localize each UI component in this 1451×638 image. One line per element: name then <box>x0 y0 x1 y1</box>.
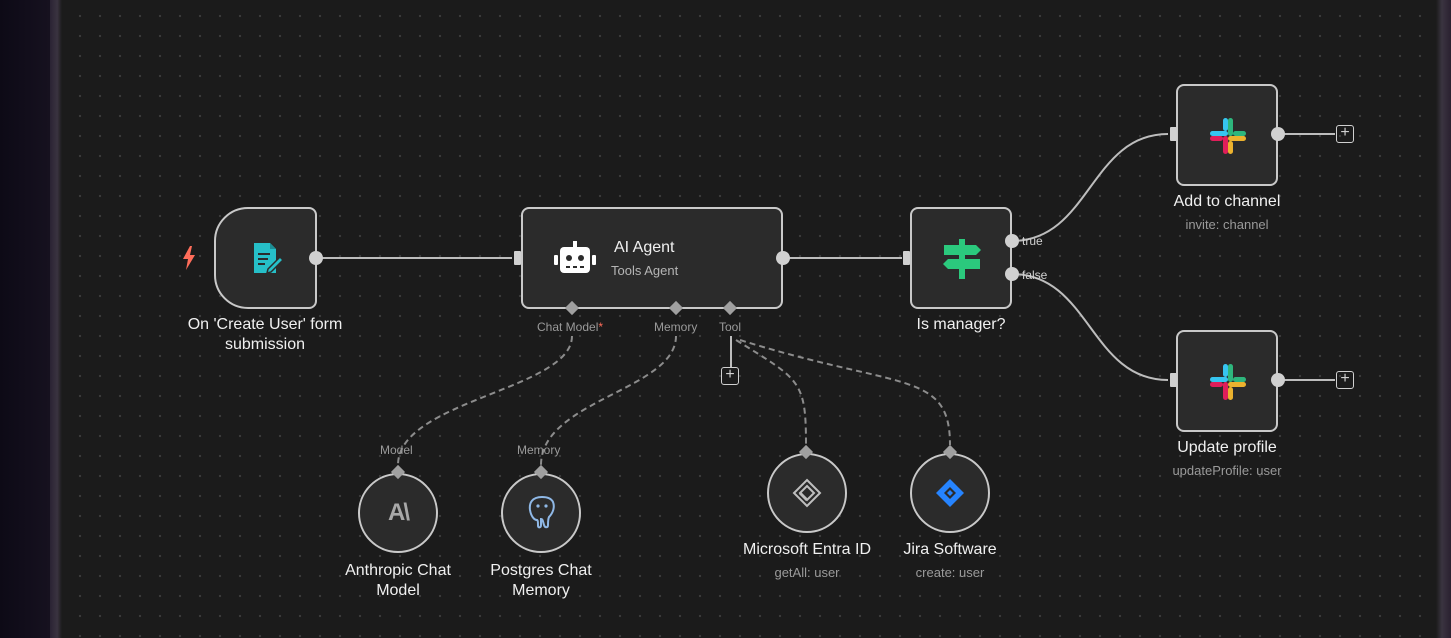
slack-update-input-handle[interactable] <box>1170 373 1177 387</box>
if-true-handle[interactable] <box>1005 234 1019 248</box>
jira-title: Jira Software <box>903 541 997 558</box>
edge-model-to-anthropic <box>397 335 573 466</box>
if-false-label: false <box>1022 268 1048 282</box>
if-input-handle[interactable] <box>903 251 910 265</box>
required-mark: * <box>598 320 604 334</box>
trigger-output-handle[interactable] <box>309 251 323 265</box>
slack-add-title: Add to channel <box>1173 193 1281 210</box>
anthropic-icon: A\ <box>388 499 410 526</box>
ai-agent-subtitle: Tools Agent <box>611 263 679 278</box>
anthropic-port-label: Model <box>380 443 413 457</box>
slack-add-input-handle[interactable] <box>1170 127 1177 141</box>
slack-update-subtitle: updateProfile: user <box>1172 463 1282 478</box>
slack-update-title: Update profile <box>1177 439 1277 456</box>
trigger-bolt-icon <box>181 245 197 271</box>
slack-update-profile-node[interactable] <box>1176 330 1278 432</box>
if-title: Is manager? <box>916 316 1006 333</box>
slack-add-next-button[interactable]: + <box>1336 125 1354 143</box>
add-tool-button[interactable]: + <box>721 367 739 385</box>
if-false-handle[interactable] <box>1005 267 1019 281</box>
jira-software-node[interactable] <box>910 453 990 533</box>
agent-input-handle[interactable] <box>514 251 521 265</box>
form-icon <box>246 239 286 284</box>
edge-tool-to-jira <box>739 339 951 446</box>
window-left-border <box>50 0 62 638</box>
signpost-icon <box>940 237 984 286</box>
slack-add-channel-node[interactable] <box>1176 84 1278 186</box>
slack-icon <box>1206 114 1250 163</box>
entra-subtitle: getAll: user <box>774 565 840 580</box>
slack-update-output-handle[interactable] <box>1271 373 1285 387</box>
slack-update-next-button[interactable]: + <box>1336 371 1354 389</box>
window-right-border <box>1436 0 1451 638</box>
jira-icon <box>934 477 966 514</box>
edge-if-true-to-add <box>1011 133 1169 242</box>
agent-memory-label: Memory <box>654 320 698 334</box>
edge-if-false-to-update <box>1011 273 1169 381</box>
form-trigger-node[interactable] <box>214 207 317 309</box>
slack-icon <box>1206 360 1250 409</box>
postgres-chat-memory-node[interactable] <box>501 473 581 553</box>
entra-icon <box>791 477 823 514</box>
agent-tool-label: Tool <box>719 320 742 334</box>
edge-tool-to-entra <box>735 339 807 446</box>
anthropic-title: Anthropic Chat Model <box>345 562 451 599</box>
trigger-title: On 'Create User' form submission <box>187 316 343 353</box>
agent-chat-model-label: Chat Model* <box>537 320 603 334</box>
ai-agent-node[interactable]: AI Agent Tools Agent <box>521 207 783 309</box>
postgres-title: Postgres Chat Memory <box>490 562 592 599</box>
window-left-edge <box>0 0 50 638</box>
chat-model-label-text: Chat Model <box>537 320 599 334</box>
anthropic-chat-model-node[interactable]: A\ <box>358 473 438 553</box>
jira-subtitle: create: user <box>915 565 985 580</box>
microsoft-entra-node[interactable] <box>767 453 847 533</box>
postgres-port-label: Memory <box>517 443 561 457</box>
ai-agent-title: AI Agent <box>614 239 675 256</box>
if-node[interactable] <box>910 207 1012 309</box>
if-true-label: true <box>1022 234 1043 248</box>
slack-add-output-handle[interactable] <box>1271 127 1285 141</box>
agent-output-handle[interactable] <box>776 251 790 265</box>
entra-title: Microsoft Entra ID <box>742 541 872 558</box>
slack-add-subtitle: invite: channel <box>1185 217 1269 232</box>
postgres-icon <box>527 495 557 534</box>
robot-icon <box>553 241 597 282</box>
edge-memory-to-postgres <box>540 335 677 466</box>
